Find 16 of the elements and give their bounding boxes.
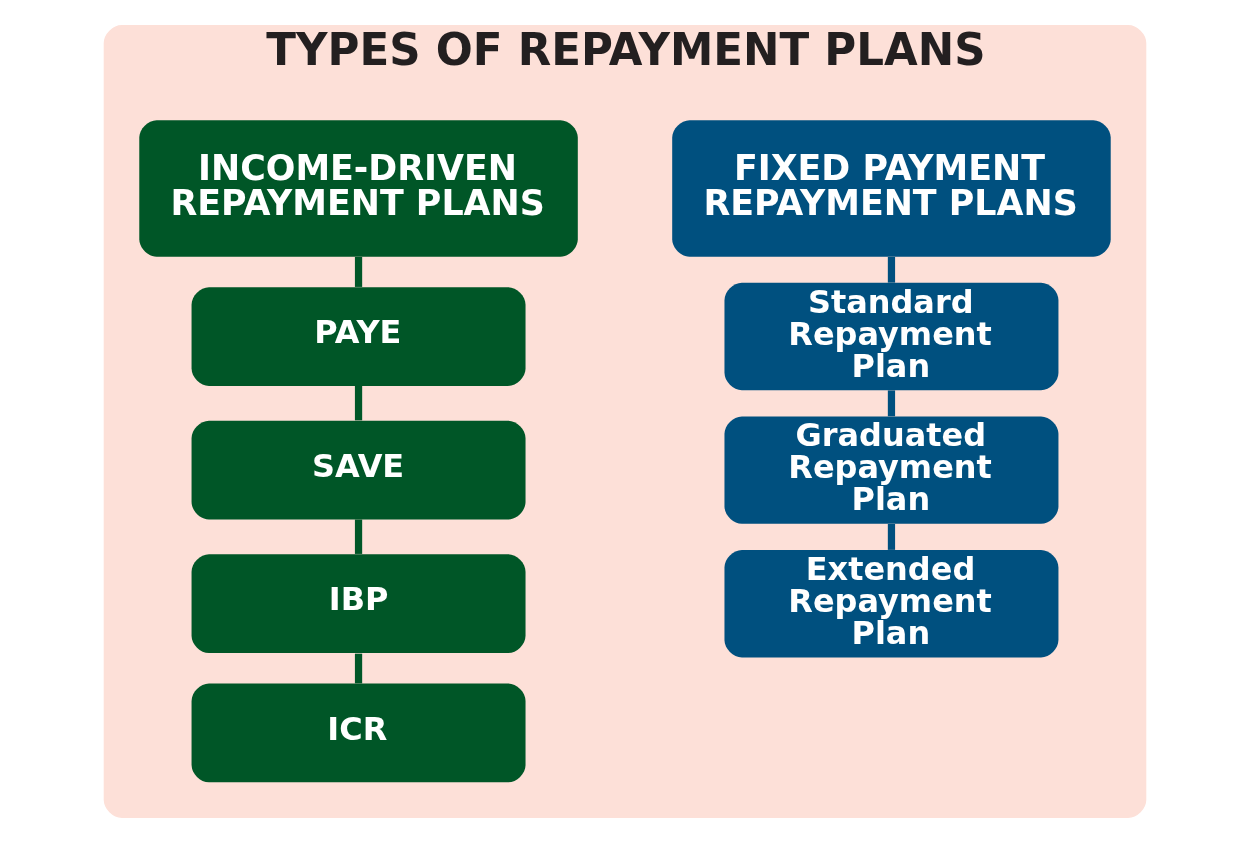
connector: [887, 524, 896, 550]
node-box: FIXED PAYMENT REPAYMENT PLANS: [672, 120, 1111, 257]
connector: [354, 256, 363, 287]
connector: [354, 653, 363, 684]
node-box: ICR: [191, 683, 526, 783]
connector: [887, 390, 896, 417]
connector: [354, 519, 363, 554]
node-box: Graduated Repayment Plan: [724, 416, 1059, 524]
node-box: PAYE: [191, 287, 526, 386]
connector: [354, 385, 363, 421]
connector: [887, 256, 896, 283]
node-box: IBP: [191, 554, 526, 654]
node-box: SAVE: [191, 420, 526, 520]
node-box: Standard Repayment Plan: [724, 282, 1059, 391]
node-box: INCOME-DRIVEN REPAYMENT PLANS: [139, 120, 578, 257]
node-box: Extended Repayment Plan: [724, 550, 1059, 658]
